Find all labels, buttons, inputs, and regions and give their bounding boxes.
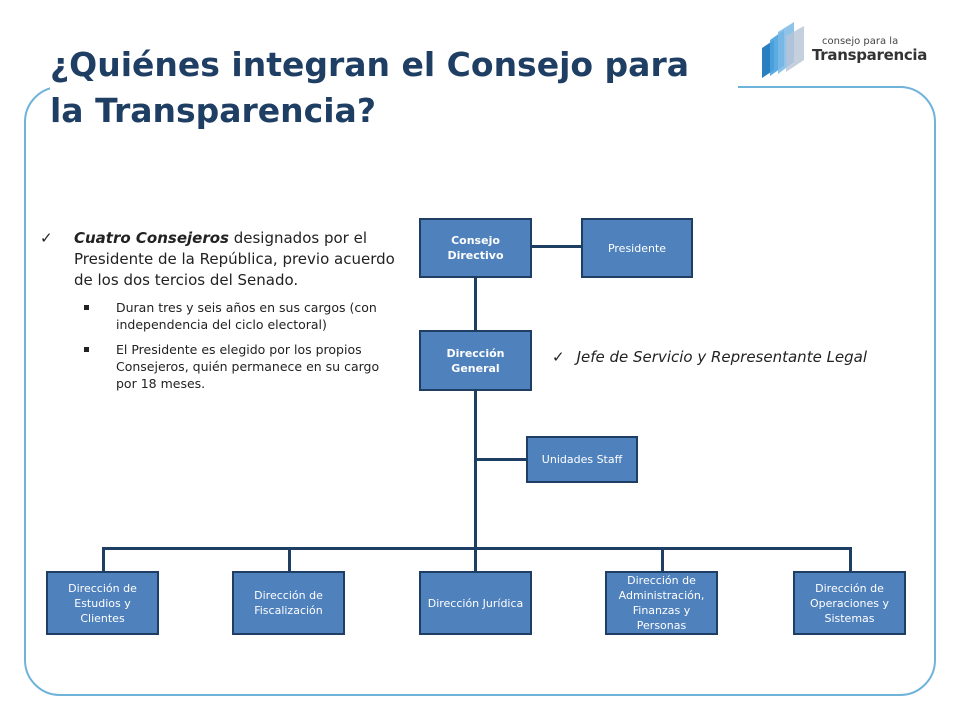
- sub-bullet-presidente: El Presidente es elegido por los propios…: [40, 341, 400, 392]
- bullet-emphasis: Cuatro Consejeros: [74, 229, 229, 247]
- connector-staff: [476, 458, 528, 461]
- connector-dept-2: [288, 547, 291, 573]
- sub-bullet-text: Duran tres y seis años en sus cargos (co…: [116, 300, 377, 332]
- sub-bullet-duracion: Duran tres y seis años en sus cargos (co…: [40, 299, 400, 333]
- box-direccion-estudios: Dirección de Estudios y Clientes: [46, 571, 159, 635]
- box-direccion-general: Dirección General: [419, 330, 532, 391]
- square-bullet-icon: [84, 347, 89, 352]
- box-unidades-staff: Unidades Staff: [526, 436, 638, 483]
- logo-mark-icon: [762, 22, 804, 78]
- connector-dept-4: [661, 547, 664, 573]
- box-consejo-directivo: Consejo Directivo: [419, 218, 532, 278]
- connector-dept-5: [849, 547, 852, 573]
- connector-consejo-general: [474, 276, 477, 332]
- box-direccion-fiscalizacion: Dirección de Fiscalización: [232, 571, 345, 635]
- bullet-text: designados por el Presidente de la Repúb…: [74, 229, 395, 289]
- box-direccion-operaciones: Dirección de Operaciones y Sistemas: [793, 571, 906, 635]
- box-presidente: Presidente: [581, 218, 693, 278]
- connector-dept-1: [102, 547, 105, 573]
- consejo-transparencia-logo: consejo para la Transparencia: [760, 18, 927, 80]
- connector-dept-3: [474, 547, 477, 573]
- checkmark-icon: ✓: [552, 348, 565, 366]
- connector-general-trunk: [474, 389, 477, 549]
- bullet-list: ✓ Cuatro Consejeros designados por el Pr…: [40, 228, 400, 392]
- square-bullet-icon: [84, 305, 89, 310]
- connector-consejo-presidente: [530, 245, 584, 248]
- connector-horizontal-bus: [102, 547, 852, 550]
- sub-bullet-text: El Presidente es elegido por los propios…: [116, 342, 380, 391]
- checkmark-icon: ✓: [40, 229, 53, 247]
- slide-title: ¿Quiénes integran el Consejo para la Tra…: [50, 40, 738, 138]
- jefe-text: Jefe de Servicio y Representante Legal: [576, 348, 868, 366]
- bullet-consejeros: ✓ Cuatro Consejeros designados por el Pr…: [40, 228, 400, 291]
- logo-small-text: consejo para la: [822, 36, 899, 47]
- box-direccion-administracion: Dirección de Administración, Finanzas y …: [605, 571, 718, 635]
- logo-big-text: Transparencia: [812, 46, 928, 64]
- jefe-servicio-note: ✓ Jefe de Servicio y Representante Legal: [552, 348, 867, 366]
- box-direccion-juridica: Dirección Jurídica: [419, 571, 532, 635]
